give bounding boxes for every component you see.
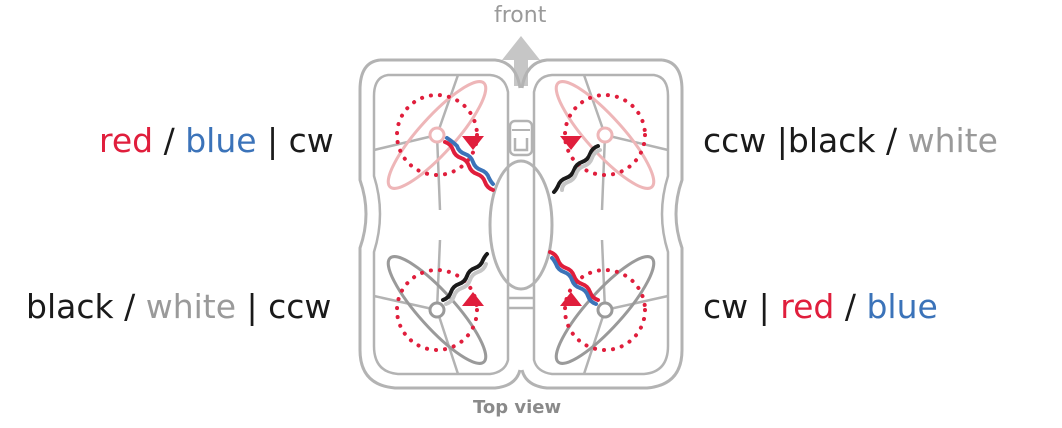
motor-hub-front-right [596,126,614,144]
propeller-front-right [554,80,656,190]
direction-arrow-front-left-icon [462,136,484,150]
top-view-caption: Top view [473,397,562,418]
wire-rear-left-black [441,252,489,302]
wire-rear-right-blue [550,256,598,306]
wire-front-left-blue [445,136,495,186]
rotation-direction: ccw [268,287,332,326]
motor-hub-front-left [428,126,446,144]
wire-front-right-black [552,144,600,194]
propeller-rear-left [386,255,488,365]
wire-rear-left-white [444,262,488,306]
rotation-path-front-right [563,93,647,177]
drone-frame [358,58,684,390]
rotation-path-front-left [395,93,479,177]
separator: / [875,121,908,160]
wire-front-right-white [560,148,602,192]
wire-front-left-red [443,140,495,192]
separator: / [153,121,186,160]
separator: | [748,287,781,326]
label-rear-right: cw | red / blue [703,290,938,323]
wire-color-white: white [145,287,237,326]
separator: / [834,287,867,326]
wire-color-red: red [780,287,835,326]
motor-hub-rear-left [428,301,446,319]
wire-color-blue: blue [866,287,938,326]
direction-arrow-rear-left-icon [462,292,484,306]
wire-color-white: white [907,121,998,160]
separator: | [236,287,269,326]
rotation-path-rear-left [395,268,479,352]
rotation-direction: ccw [703,121,767,160]
rotation-path-rear-right [563,268,647,352]
label-rear-left: black / white | ccw [26,290,331,323]
front-arrow-icon [502,36,540,86]
separator: | [256,121,289,160]
separator: / [113,287,146,326]
wire-rear-right-red [548,250,600,302]
direction-arrow-front-right-icon [560,136,582,150]
rotation-direction: cw [288,121,334,160]
separator: | [766,121,788,160]
wire-color-black: black [787,121,876,160]
wire-color-blue: blue [185,121,257,160]
motor-hub-rear-right [596,301,614,319]
front-label: front [494,3,547,28]
wire-color-red: red [99,121,154,160]
label-front-left: red / blue | cw [99,124,334,157]
rotation-direction: cw [703,287,749,326]
label-front-right: ccw |black / white [703,124,998,157]
wire-color-black: black [26,287,114,326]
direction-arrow-rear-right-icon [560,292,582,306]
